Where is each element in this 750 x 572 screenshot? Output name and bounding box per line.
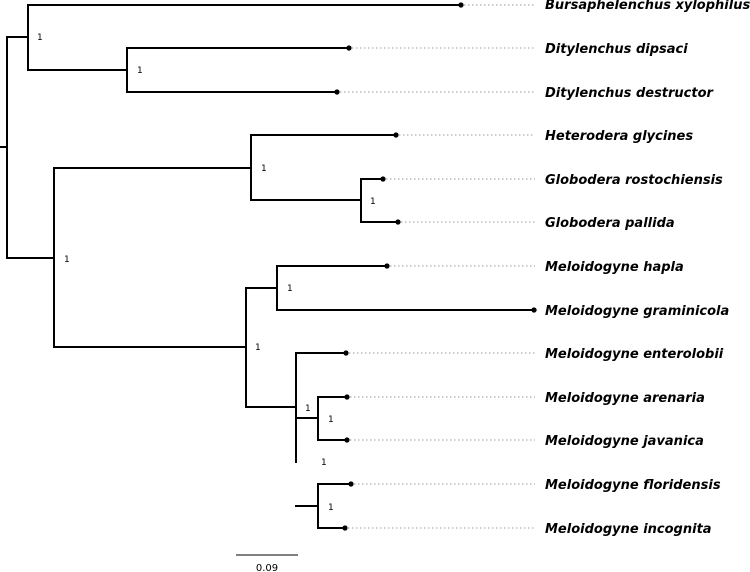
tip-node-dot xyxy=(342,525,348,531)
tip-node-dot xyxy=(531,307,537,313)
tip-node-dot xyxy=(344,437,350,443)
tip-markers xyxy=(334,2,537,531)
taxon-label: Meloidogyne arenaria xyxy=(545,391,705,406)
support-value: 1 xyxy=(287,284,293,294)
support-value: 1 xyxy=(137,66,143,76)
taxon-label: Globodera pallida xyxy=(545,216,675,231)
taxon-label: Meloidogyne enterolobii xyxy=(545,347,724,362)
tip-node-dot xyxy=(384,263,390,269)
support-value: 1 xyxy=(255,343,261,353)
support-value: 1 xyxy=(37,33,43,43)
support-value: 1 xyxy=(328,503,334,513)
support-value: 1 xyxy=(261,164,267,174)
support-value: 1 xyxy=(64,255,70,265)
taxon-label: Ditylenchus dipsaci xyxy=(545,42,688,57)
tip-node-dot xyxy=(334,89,340,95)
scale-bar-label: 0.09 xyxy=(256,563,278,572)
taxon-labels: Bursaphelenchus xylophilus Ditylenchus d… xyxy=(545,0,750,537)
taxon-label: Meloidogyne incognita xyxy=(545,522,712,537)
taxon-label: Ditylenchus destructor xyxy=(545,86,715,101)
tip-node-dot xyxy=(393,132,399,138)
tip-node-dot xyxy=(380,176,386,182)
support-value: 1 xyxy=(328,415,334,425)
tree-branches xyxy=(0,4,535,529)
taxon-label: Globodera rostochiensis xyxy=(545,173,723,188)
tip-node-dot xyxy=(344,394,350,400)
taxon-label: Meloidogyne floridensis xyxy=(545,478,721,493)
support-value: 1 xyxy=(305,404,311,414)
tip-node-dot xyxy=(395,219,401,225)
support-value: 1 xyxy=(321,458,327,468)
taxon-label: Meloidogyne javanica xyxy=(545,434,704,449)
tip-node-dot xyxy=(348,481,354,487)
support-values: 1 1 1 1 1 1 1 1 1 1 1 xyxy=(37,33,376,513)
taxon-label: Meloidogyne hapla xyxy=(545,260,684,275)
tip-node-dot xyxy=(346,45,352,51)
scale-bar: 0.09 xyxy=(236,554,298,572)
taxon-label: Bursaphelenchus xylophilus xyxy=(545,0,750,13)
taxon-label: Heterodera glycines xyxy=(545,129,693,144)
support-value: 1 xyxy=(370,197,376,207)
tip-node-dot xyxy=(458,2,464,8)
tip-node-dot xyxy=(343,350,349,356)
taxon-label: Meloidogyne graminicola xyxy=(545,304,729,319)
